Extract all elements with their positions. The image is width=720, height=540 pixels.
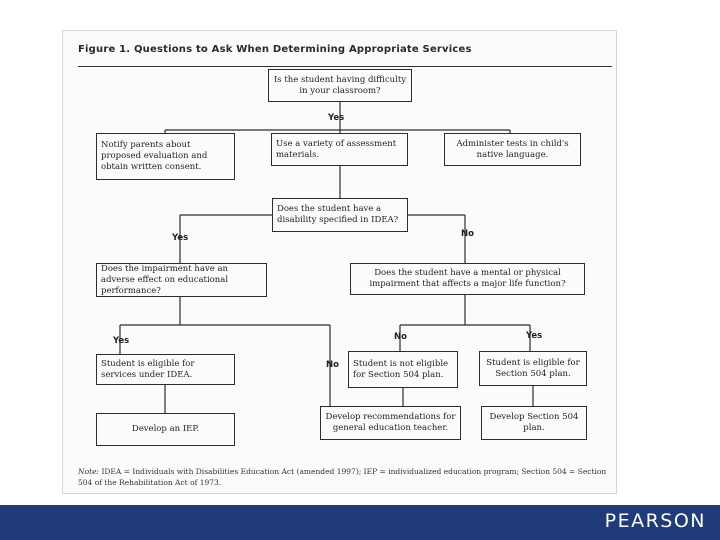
note-text: IDEA = Individuals with Disabilities Edu…: [78, 467, 607, 487]
box-notify-parents: Notify parents about proposed evaluation…: [96, 133, 235, 180]
box-text: Does the student have a disability speci…: [277, 204, 399, 225]
box-text: Notify parents about proposed evaluation…: [101, 140, 208, 172]
box-text: Student is eligible for services under I…: [101, 358, 195, 380]
box-develop-iep: Develop an IEP.: [96, 413, 235, 446]
title-rule: [78, 66, 612, 67]
box-text: Student is not eligible for Section 504 …: [353, 358, 449, 380]
label-no-q4: No: [394, 332, 407, 342]
box-text: Administer tests in child's native langu…: [456, 138, 569, 160]
box-text: Develop an IEP.: [131, 424, 200, 434]
box-text: Student is eligible for Section 504 plan…: [486, 357, 580, 379]
box-native-language: Administer tests in child's native langu…: [444, 133, 581, 166]
figure-note: Note: IDEA = Individuals with Disabiliti…: [78, 466, 618, 488]
pearson-logo: PEARSON: [604, 510, 706, 532]
box-q4-impairment: Does the student have a mental or physic…: [350, 263, 585, 295]
label-no-q3: No: [326, 360, 339, 370]
box-text: Does the student have a mental or physic…: [369, 268, 566, 289]
label-yes-q4: Yes: [526, 331, 543, 341]
label-yes-q1: Yes: [328, 113, 345, 123]
label-no-q2: No: [461, 229, 474, 239]
note-prefix: Note:: [78, 467, 100, 476]
box-eligible-idea: Student is eligible for services under I…: [96, 354, 235, 385]
box-text: Develop recommendations for general educ…: [325, 412, 456, 433]
box-text: Is the student having difficulty in your…: [273, 74, 407, 96]
figure-title: Figure 1. Questions to Ask When Determin…: [78, 44, 472, 55]
box-text: Does the impairment have an adverse effe…: [101, 263, 229, 296]
footer-bar: [0, 505, 720, 540]
box-recommendations: Develop recommendations for general educ…: [320, 406, 461, 440]
box-text: Use a variety of assessment materials.: [276, 138, 397, 160]
box-eligible-504: Student is eligible for Section 504 plan…: [479, 351, 587, 386]
box-assessment: Use a variety of assessment materials.: [271, 133, 408, 166]
label-yes-q3: Yes: [113, 336, 130, 346]
box-q2-idea-disability: Does the student have a disability speci…: [272, 198, 408, 232]
label-yes-q2: Yes: [172, 233, 189, 243]
box-develop-504: Develop Section 504 plan.: [481, 406, 587, 440]
box-text: Develop Section 504 plan.: [489, 412, 579, 433]
box-q3-adverse-effect: Does the impairment have an adverse effe…: [96, 263, 267, 297]
box-q1-difficulty: Is the student having difficulty in your…: [268, 69, 412, 102]
box-not-eligible-504: Student is not eligible for Section 504 …: [348, 351, 458, 388]
